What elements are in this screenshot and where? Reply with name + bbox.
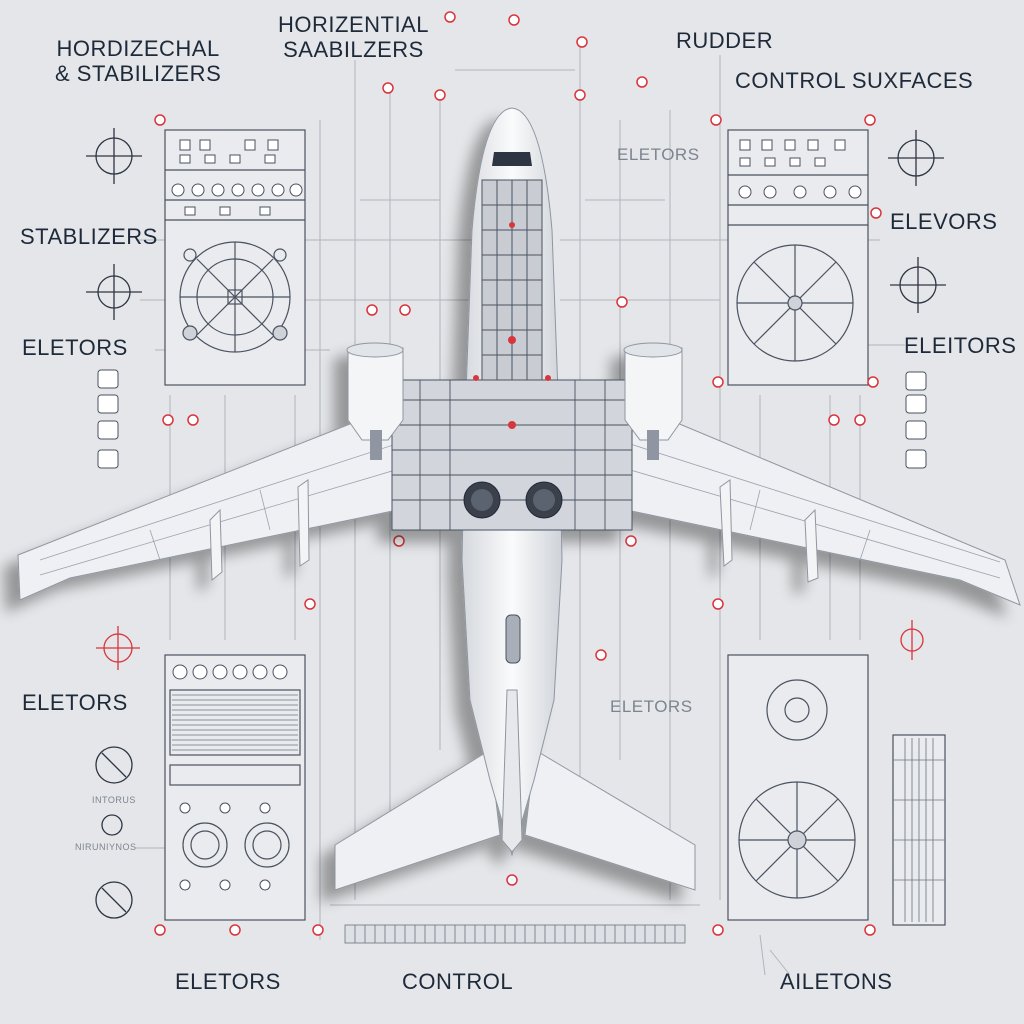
label-elevators-faded-2: ELETORS [610,697,693,716]
label-horizontal-stabilizers-top: HORIZENTIAL SAABILZERS [278,12,429,63]
panel-left-lower [164,654,306,921]
panel-right-upper-knobs [738,139,862,199]
label-rudder: RUDDER [676,28,774,53]
red-markers [154,11,882,936]
label-ailerons: AILETONS [780,969,893,994]
label-stabilizers: STABLIZERS [20,224,158,249]
label-control-surfaces: CONTROL SUXFACES [735,68,974,93]
aircraft [17,107,1021,891]
left-stabilizer [334,749,501,891]
panel-left-upper [164,129,306,386]
right-engine [623,342,683,460]
legend-boxes [97,369,927,469]
label-horizontal-stabilizers-left: HORDIZECHAL & STABILIZERS [55,36,222,87]
label-elevators-left-1: ELETORS [22,335,128,360]
label-elevators-right-2: ELEITORS [904,333,1017,358]
panel-left-lower-hatch [172,694,298,751]
label-elevators-faded-1: ELETORS [617,145,700,164]
panel-left-lower-knobs [172,664,288,891]
panel-left-upper-knobs [171,139,303,216]
panel-right-lower-hatch [893,738,945,922]
label-small-2: NIRUNIYNOS [75,842,137,852]
label-elevators-right-1: ELEVORS [890,209,998,234]
label-small-1: INTORUS [92,795,136,805]
label-elevators-left-2: ELETORS [22,690,128,715]
crosshair-icon [86,128,946,919]
scale-bar [344,924,686,944]
red-crosshair-icon [96,620,924,670]
panel-right-upper [727,129,869,386]
left-engine [346,342,404,460]
label-elevators-bottom: ELETORS [175,969,281,994]
right-stabilizer [524,749,696,891]
label-control-bottom: CONTROL [402,969,514,994]
panel-right-lower [727,654,946,926]
